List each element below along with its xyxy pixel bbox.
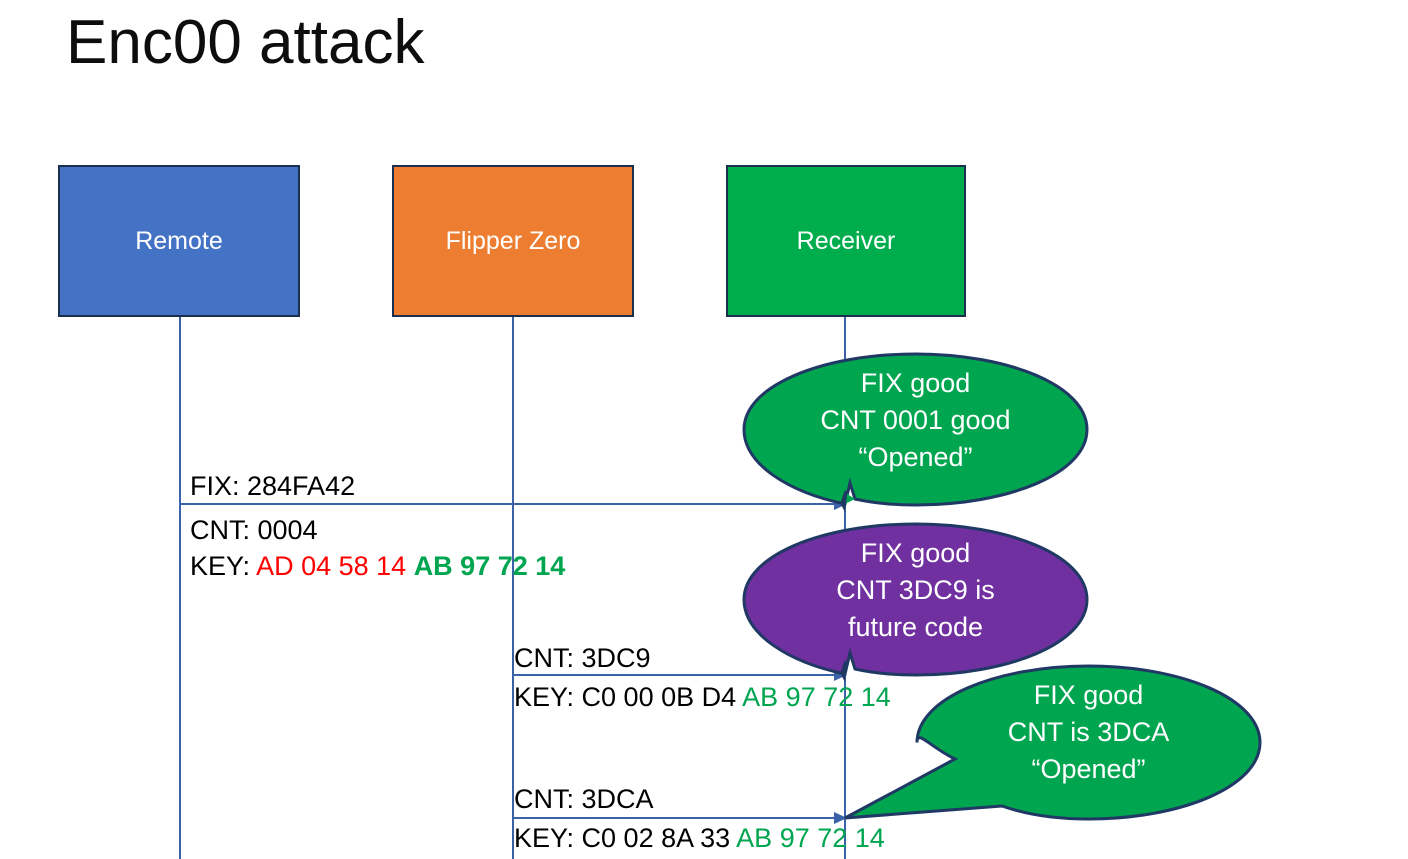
message-label-key-remote: KEY: AD 04 58 14 AB 97 72 14	[190, 548, 565, 584]
message-label-fix: FIX: 284FA42	[190, 471, 356, 501]
message-label-cnt-3dc9: CNT: 3DC9	[514, 643, 651, 673]
speech-bubble-shape	[742, 352, 1089, 507]
key-prefix: KEY:	[190, 551, 257, 581]
message-label-key-3dca: KEY: C0 02 8A 33 AB 97 72 14	[514, 820, 885, 856]
speech-bubble-cnt-3dca-good: FIX good CNT is 3DCA “Opened”	[844, 664, 1262, 821]
actor-box-receiver: Receiver	[726, 165, 966, 317]
key-prefix: KEY: C0 00 0B D4	[514, 682, 743, 712]
actor-box-remote: Remote	[58, 165, 300, 317]
actor-box-flipper: Flipper Zero	[392, 165, 634, 317]
key-hex-green: AB 97 72 14	[413, 551, 566, 581]
actor-label-flipper: Flipper Zero	[445, 227, 581, 255]
speech-bubble-cnt-3dc9-future: FIX good CNT 3DC9 is future code	[742, 522, 1089, 683]
lifeline-flipper	[512, 317, 514, 859]
message-label-cnt-3dca: CNT: 3DCA	[514, 784, 654, 814]
speech-bubble-cnt-0001-good: FIX good CNT 0001 good “Opened”	[742, 352, 1089, 513]
key-hex-green: AB 97 72 14	[742, 682, 891, 712]
actor-label-remote: Remote	[135, 227, 223, 255]
key-hex-red: AD 04 58 14	[256, 551, 407, 581]
speech-bubble-shape	[742, 522, 1089, 677]
lifeline-remote	[179, 317, 181, 859]
speech-bubble-tail	[840, 490, 848, 513]
key-hex-green: AB 97 72 14	[736, 823, 885, 853]
message-arrow-flipper-open	[513, 812, 847, 824]
speech-bubble-shape	[844, 664, 1262, 821]
key-hex-gap	[406, 551, 414, 581]
key-prefix: KEY: C0 02 8A 33	[514, 823, 737, 853]
speech-bubble-tail	[840, 660, 848, 683]
message-label-cnt-0004: CNT: 0004	[190, 515, 318, 545]
message-label-key-3dc9: KEY: C0 00 0B D4 AB 97 72 14	[514, 679, 891, 715]
page-title: Enc00 attack	[66, 8, 425, 77]
actor-label-receiver: Receiver	[796, 227, 896, 255]
